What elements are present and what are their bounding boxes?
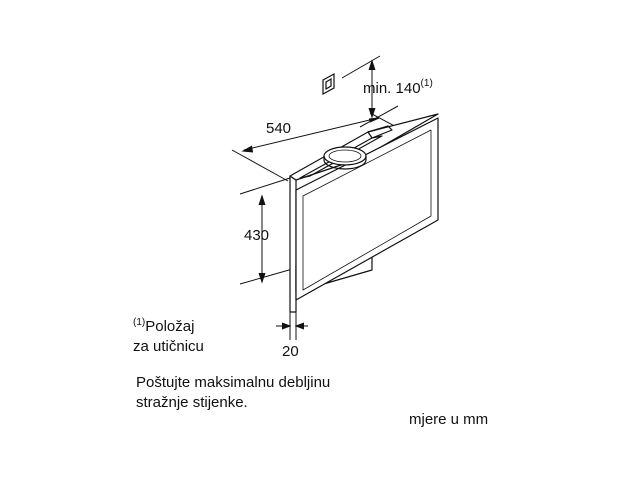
cooker-hood-outline [289, 113, 439, 313]
note-line1: Poštujte maksimalnu debljinu [136, 374, 331, 391]
clearance-label: min. 140(1) [363, 78, 433, 97]
note-line2: stražnje stijenke. [136, 394, 248, 411]
units-label: mjere u mm [409, 411, 489, 428]
thickness-dimension-lines [276, 312, 308, 340]
height-dimension-lines [239, 177, 297, 285]
thickness-note: Poštujte maksimalnu debljinu stražnje st… [136, 373, 330, 413]
footnote-line1: Položaj [145, 318, 195, 335]
exhaust-outlet-icon [323, 146, 367, 170]
footnote-line2: za utičnicu [133, 338, 204, 355]
clearance-dimension-lines [341, 55, 399, 128]
width-label: 540 [266, 120, 291, 137]
thickness-label: 20 [282, 343, 299, 360]
footnote: (1)Položaj za utičnicu [133, 317, 204, 357]
socket-icon [322, 72, 335, 96]
footnote-ref: (1) [133, 317, 146, 328]
height-label: 430 [244, 227, 269, 244]
